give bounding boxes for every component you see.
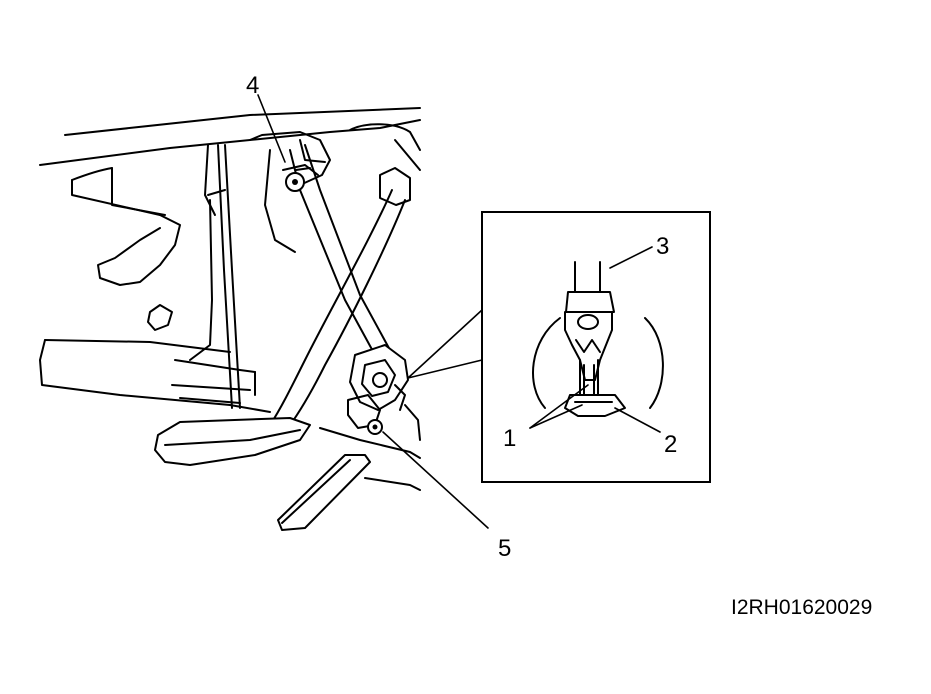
- dashboard-outline: [39, 107, 421, 171]
- callout-5: 5: [498, 535, 511, 562]
- lower-yoke-bolt: [367, 419, 383, 435]
- column-bracket: [249, 131, 411, 253]
- brake-pedal: [154, 417, 311, 466]
- detail-inset: [257, 94, 711, 529]
- universal-joint: [347, 344, 409, 429]
- callout-4: 4: [246, 72, 259, 99]
- figure-code: I2RH01620029: [731, 596, 872, 619]
- upper-yoke-bolt: [282, 164, 319, 192]
- callout-labels: 4 3 1 2 5: [246, 72, 677, 562]
- pedal-arm-outline: [269, 189, 406, 433]
- inset-leader-line: [407, 309, 483, 379]
- callout-2: 2: [664, 431, 677, 458]
- main-view: [39, 107, 421, 531]
- callout-1: 1: [503, 425, 516, 452]
- steering-shaft: [289, 144, 391, 356]
- inset-leaders: [257, 94, 661, 529]
- callout-3: 3: [656, 233, 669, 260]
- interior-panel: [39, 144, 271, 413]
- inset-arc: [532, 317, 664, 409]
- accelerator-pedal: [277, 454, 371, 531]
- floor-outline: [319, 404, 421, 491]
- inset-shaft: [564, 261, 626, 417]
